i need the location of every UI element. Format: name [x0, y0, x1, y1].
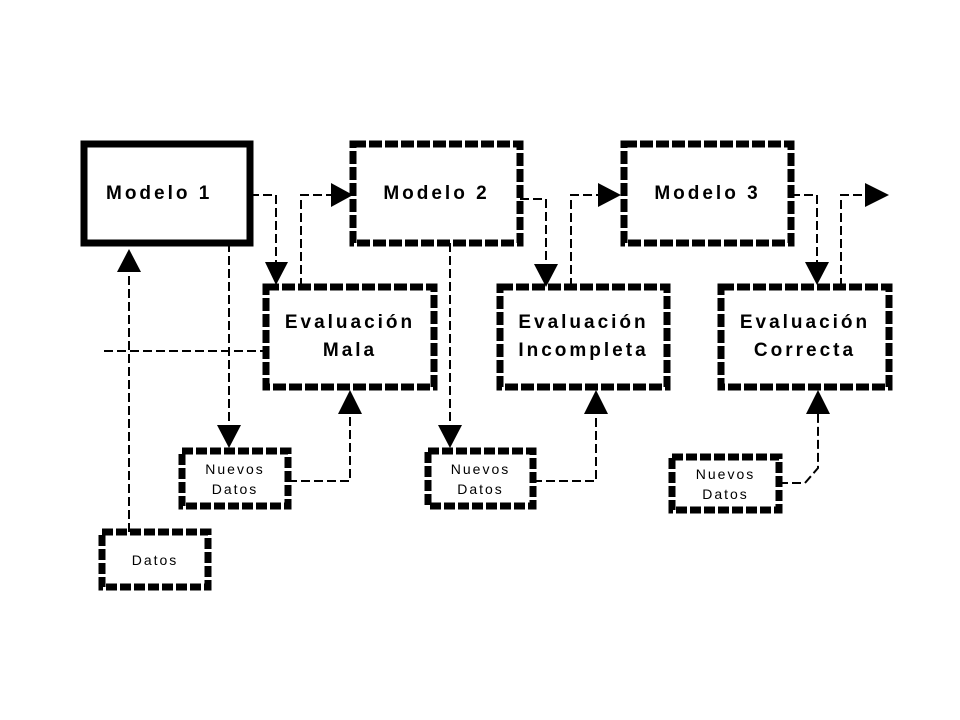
modelo3-box: [620, 140, 795, 247]
connector-nuevos-datos-1-to-eval-mala: [288, 412, 351, 482]
eval-incompleta-node: Evaluación Incompleta: [504, 291, 663, 383]
modelo3-label: Modelo 3: [654, 182, 761, 204]
connector-eval-correcta-to-output: [840, 194, 866, 287]
eval-mala-node: Evaluación Mala: [270, 291, 430, 383]
nuevos-datos-2-node: Nuevos Datos: [432, 455, 529, 502]
eval-mala-line1: Evaluación: [284, 312, 416, 333]
arrowhead-down-icon: [217, 425, 241, 448]
arrowhead-right-icon: [331, 183, 353, 207]
eval-mala-box: [262, 283, 438, 391]
eval-mala-line2: Mala: [322, 340, 378, 361]
arrowhead-down-icon: [805, 262, 829, 285]
eval-incompleta-line1: Evaluación: [518, 312, 649, 333]
nuevos-datos-2-line1: Nuevos: [450, 460, 511, 477]
nuevos-datos-3-node: Nuevos Datos: [676, 461, 775, 506]
nuevos-datos-2-box: [424, 447, 537, 510]
nuevos-datos-1-line2: Datos: [211, 480, 259, 497]
eval-correcta-box: [717, 283, 893, 391]
connector-modelo2-to-eval-incompleta: [520, 198, 547, 265]
eval-incompleta-box: [496, 283, 671, 391]
connector-nuevos-datos-3-to-eval-correcta: [779, 412, 819, 484]
nuevos-datos-1-line1: Nuevos: [205, 460, 265, 477]
arrowhead-up-icon: [117, 249, 141, 272]
modelo1-node: Modelo 1: [88, 148, 246, 239]
modelo2-box: [349, 140, 524, 247]
modelo1-label: Modelo 1: [106, 182, 213, 204]
arrowhead-down-icon: [438, 425, 462, 448]
connector-nuevos-datos-2-to-eval-incompleta: [533, 412, 597, 482]
connector-modelo1-to-eval-mala: [250, 194, 277, 262]
modelo2-label: Modelo 2: [383, 182, 490, 204]
connector-eval-incompleta-to-modelo3: [570, 194, 600, 287]
arrowhead-down-icon: [534, 264, 558, 287]
eval-correcta-node: Evaluación Correcta: [725, 291, 885, 383]
connector-eval-mala-to-modelo2: [300, 194, 332, 287]
datos-label: Datos: [131, 551, 179, 568]
datos-box: [98, 528, 212, 591]
nuevos-datos-3-line1: Nuevos: [695, 465, 756, 482]
eval-incompleta-line2: Incompleta: [518, 340, 649, 361]
connector-modelo3-to-eval-correcta: [791, 194, 818, 263]
nuevos-datos-1-node: Nuevos Datos: [186, 455, 284, 502]
nuevos-datos-2-line2: Datos: [457, 480, 504, 497]
arrowhead-right-icon: [865, 183, 889, 207]
arrowhead-right-icon: [598, 183, 621, 207]
modelo3-node: Modelo 3: [628, 148, 787, 239]
nuevos-datos-1-box: [178, 447, 292, 510]
datos-node: Datos: [106, 536, 204, 583]
arrowhead-up-icon: [584, 390, 608, 414]
eval-correcta-line1: Evaluación: [739, 312, 871, 333]
modelo2-node: Modelo 2: [357, 148, 516, 239]
arrowhead-up-icon: [806, 390, 830, 414]
eval-correcta-line2: Correcta: [753, 340, 857, 361]
nuevos-datos-3-line2: Datos: [702, 485, 749, 502]
modelo1-box: [80, 140, 254, 247]
arrowhead-down-icon: [265, 262, 288, 285]
arrowhead-up-icon: [338, 390, 362, 414]
